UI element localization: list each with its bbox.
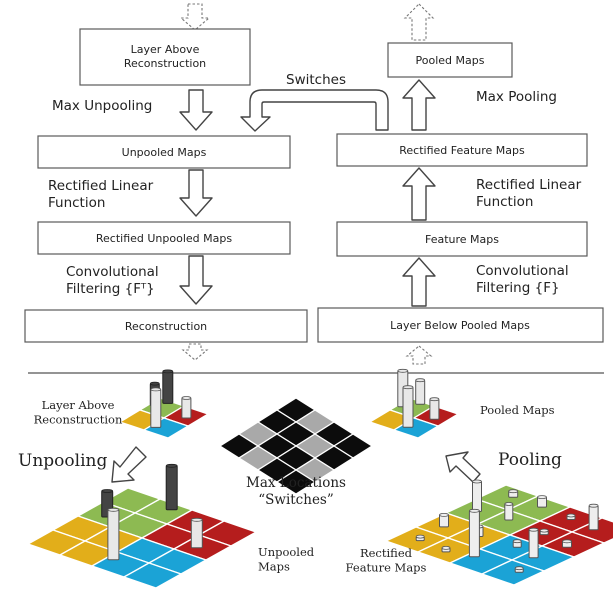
box-feature-maps — [336, 221, 588, 257]
feature-bar-top — [539, 528, 549, 533]
light-bar — [181, 397, 192, 419]
feature-cell — [480, 559, 546, 586]
box-reconstruction-text: Reconstruction — [125, 320, 207, 333]
grid-pooled-maps — [368, 368, 460, 439]
light-bar-top — [397, 368, 409, 373]
label-switches: Switches — [286, 72, 346, 88]
light-bar-top — [181, 396, 192, 400]
feature-bar — [528, 529, 539, 559]
light-bar — [429, 398, 440, 420]
feature-bar-top — [472, 479, 482, 484]
box-rectified-unpooled-maps-text: Rectified Unpooled Maps — [96, 232, 232, 245]
feature-bar-top — [537, 495, 547, 500]
light-bar-top — [150, 387, 162, 392]
label-max-unpooling: Max Unpooling — [52, 98, 152, 114]
light-bar-top — [415, 378, 426, 383]
label-unpooling: Unpooling — [18, 451, 107, 471]
box-reconstruction — [24, 309, 308, 343]
feature-bar-top — [439, 513, 449, 517]
dashed-down-arrow-top — [179, 3, 211, 31]
light-bar-top — [429, 397, 440, 402]
label-pooling: Pooling — [498, 450, 562, 470]
conv-column: Pooled Maps Max Pooling Rectified Featur… — [317, 3, 604, 365]
grid-rectified-feature-maps — [384, 479, 613, 586]
grid-max-locations-switches — [218, 397, 374, 495]
dark-bar-top — [165, 463, 178, 468]
light-bar-top — [402, 385, 414, 390]
down-arrow-unpool — [179, 89, 213, 131]
feature-bar-top — [514, 566, 524, 571]
light-bar — [107, 509, 120, 561]
dashed-down-arrow-bottom — [181, 343, 209, 361]
feature-bar-top — [528, 527, 539, 532]
box-layer-above-reconstruction — [79, 28, 251, 86]
box-unpooled-maps-text: Unpooled Maps — [122, 146, 207, 159]
light-bar-top — [190, 517, 203, 522]
up-arrow-relu-right — [402, 167, 436, 221]
feature-bar-top — [566, 513, 576, 518]
feature-bar-top — [504, 502, 514, 506]
feature-bar — [504, 503, 514, 521]
light-bar — [402, 386, 414, 428]
dark-bar-top — [101, 489, 114, 493]
light-bar — [150, 388, 162, 428]
grid-unpooled-maps — [26, 463, 258, 589]
box-rectified-unpooled-maps — [37, 221, 291, 255]
box-pooled-maps — [387, 42, 513, 78]
switches-connector: Switches — [240, 72, 389, 132]
feature-bar-top — [512, 539, 522, 544]
label-max-pooling: Max Pooling — [476, 89, 557, 105]
dark-bar-top — [162, 369, 174, 374]
label-pooled-maps-bottom: Pooled Maps — [480, 403, 555, 417]
up-arrow-conv-right — [402, 257, 436, 307]
dark-bar — [165, 465, 178, 511]
dashed-up-arrow-top — [403, 3, 435, 41]
box-pooled-maps-text: Pooled Maps — [416, 54, 485, 67]
box-unpooled-maps — [37, 135, 291, 169]
box-rectified-feature-maps — [336, 133, 588, 167]
box-feature-maps-text: Feature Maps — [425, 233, 499, 246]
box-rectified-feature-maps-text: Rectified Feature Maps — [399, 144, 525, 157]
light-bar — [415, 379, 426, 405]
feature-bar-top — [468, 508, 480, 513]
box-layer-below-pooled-maps-text: Layer Below Pooled Maps — [390, 319, 530, 332]
feature-bar — [468, 510, 480, 558]
label-max-locations: Max Locations“Switches” — [246, 475, 346, 508]
feature-bar — [472, 481, 482, 512]
pooled-cell — [392, 417, 440, 439]
dark-bar — [162, 370, 174, 404]
feature-bar-top — [562, 539, 572, 544]
up-arrow-pool — [402, 79, 436, 131]
unpooled-cell — [122, 562, 183, 589]
dark-bar-top — [149, 381, 160, 386]
unpooling-arrow — [111, 446, 147, 483]
grid-layer-above-reconstruction — [118, 369, 210, 439]
feature-bar-top — [508, 489, 519, 494]
feature-bar-top — [441, 546, 451, 550]
feature-bar — [588, 505, 599, 531]
light-bar — [190, 519, 203, 549]
feature-bar-top — [588, 503, 599, 508]
switch-cell — [275, 469, 317, 495]
dashed-up-arrow-bottom — [405, 345, 433, 365]
down-arrow-conv-left — [179, 255, 213, 305]
down-arrow-relu-left — [179, 169, 213, 217]
pooling-arrow — [445, 451, 481, 483]
box-layer-below-pooled-maps — [317, 307, 604, 343]
light-bar-top — [107, 507, 120, 512]
feature-bar-top — [415, 534, 425, 539]
